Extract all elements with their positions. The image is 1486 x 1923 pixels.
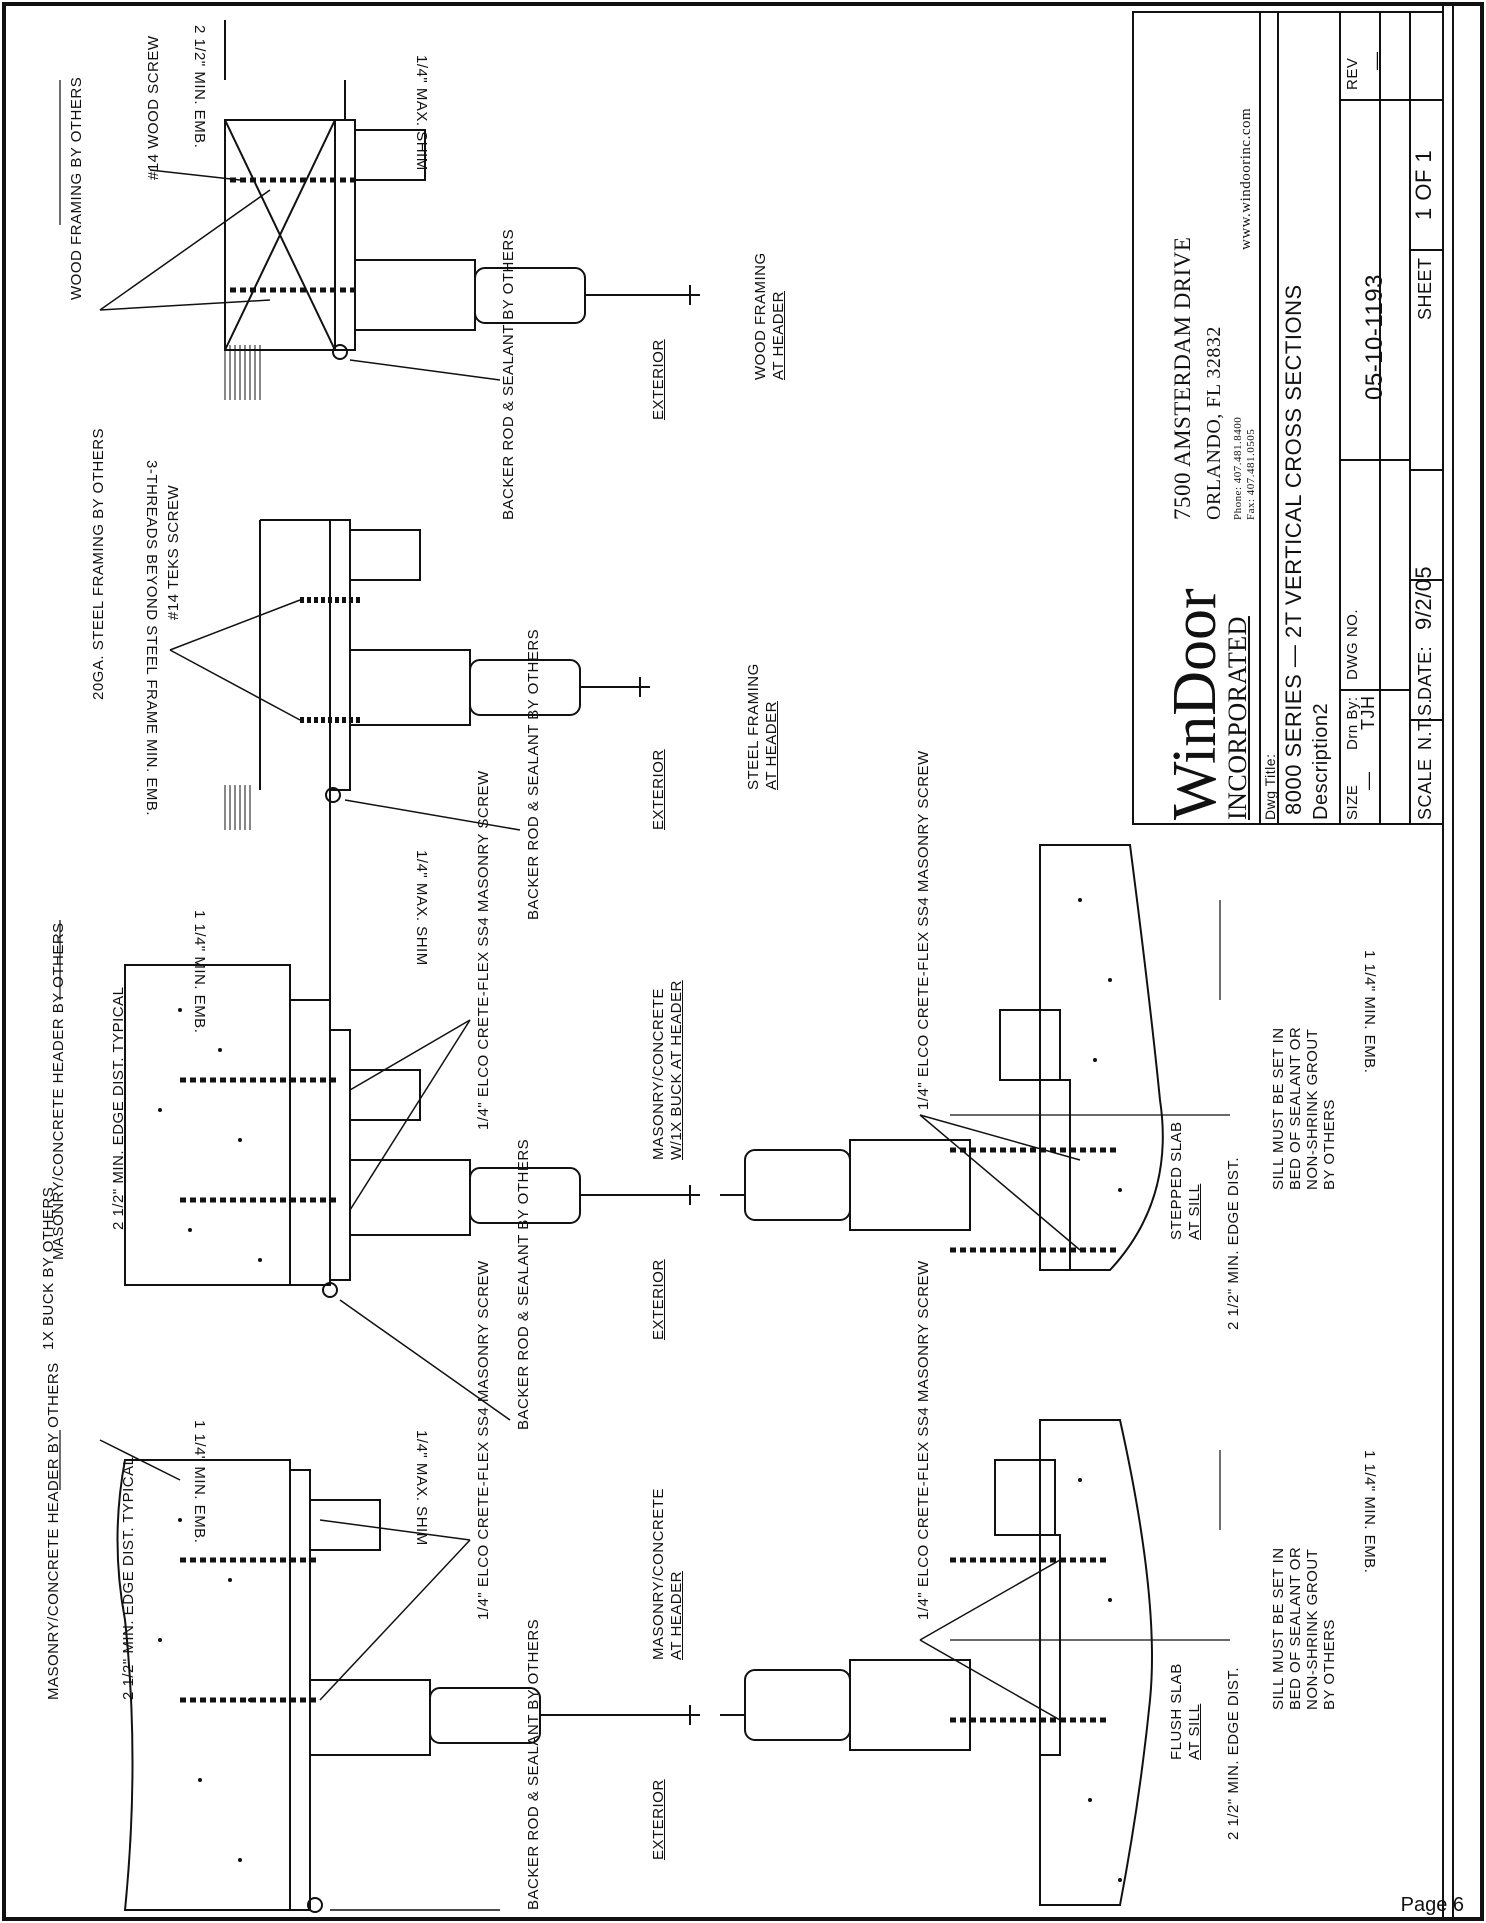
steel-threads-note: 3-THREADS BEYOND STEEL FRAME MIN. EMB. <box>143 460 160 816</box>
address-line2: ORLANDO, FL 32832 <box>1203 326 1225 520</box>
wood-screw-note: #14 WOOD SCREW <box>145 35 162 180</box>
dwg-no-label: DWG NO. <box>1344 609 1361 680</box>
dimension-lines <box>59 80 1230 1641</box>
wood-framing-note: WOOD FRAMING BY OTHERS <box>68 76 85 300</box>
flush-emb-dim: 1 1/4" MIN. EMB. <box>1361 1450 1378 1574</box>
wood-framing-subtitle: AT HEADER <box>770 291 787 380</box>
scale-label: SCALE <box>1415 758 1435 820</box>
steel-shim-dim: 1/4" MAX. SHIM <box>413 850 430 966</box>
masonry-backer-note: BACKER ROD & SEALANT BY OTHERS <box>525 1618 542 1910</box>
buck-title: MASONRY/CONCRETE <box>650 988 667 1160</box>
masonry-edge-note: 2 1/2" MIN. EDGE DIST. TYPICAL <box>120 1456 137 1700</box>
buck-emb-dim: 1 1/4" MIN. EMB. <box>191 910 208 1034</box>
masonry-shim-dim: 1/4" MAX. SHIM <box>413 1430 430 1546</box>
fax-number: Fax: 407.481.0505 <box>1245 428 1257 520</box>
steel-exterior-label: EXTERIOR <box>650 749 667 830</box>
dwg-title: 8000 SERIES — 2T VERTICAL CROSS SECTIONS <box>1281 284 1306 815</box>
date-value: 9/2/05 <box>1411 565 1436 630</box>
dwg-title-label: Dwg Title: <box>1262 753 1278 820</box>
buck-1x-note: 1X BUCK BY OTHERS <box>40 1186 57 1350</box>
size-value: — <box>1358 771 1378 791</box>
wood-exterior-label: EXTERIOR <box>650 339 667 420</box>
buck-subtitle: W/1X BUCK AT HEADER <box>668 980 685 1160</box>
stepped-screw-note: 1/4" ELCO CRETE-FLEX SS4 MASONRY SCREW <box>915 750 932 1110</box>
stepped-subtitle: AT SILL <box>1186 1183 1203 1240</box>
flush-sill-section <box>720 1419 1153 1906</box>
flush-title: FLUSH SLAB <box>1168 1663 1185 1760</box>
flush-screw-note: 1/4" ELCO CRETE-FLEX SS4 MASONRY SCREW <box>915 1260 932 1620</box>
detail-geometry <box>59 20 1230 1913</box>
steel-header-section <box>224 519 650 1040</box>
stepped-sill-note: SILL MUST BE SET IN BED OF SEALANT OR NO… <box>1270 1026 1338 1190</box>
buck-edge-note: 2 1/2" MIN. EDGE DIST. TYPICAL <box>110 986 127 1230</box>
dwg-no-value: 05-10-1193 <box>1361 274 1388 400</box>
masonry-header-note: MASONRY/CONCRETE HEADER BY OTHERS <box>45 1362 62 1700</box>
drn-by-value: TJH <box>1358 695 1378 731</box>
page-number: Page 6 <box>1400 1894 1464 1916</box>
masonry-title: MASONRY/CONCRETE <box>650 1488 667 1660</box>
phone-number: Phone: 407.481.8400 <box>1232 416 1244 520</box>
buck-header-section <box>124 964 700 1298</box>
description: Description2 <box>1310 702 1332 820</box>
masonry-screw-note: 1/4" ELCO CRETE-FLEX SS4 MASONRY SCREW <box>475 1260 492 1620</box>
wood-header-section <box>224 20 700 400</box>
stepped-edge-dim: 2 1/2" MIN. EDGE DIST. <box>1225 1156 1242 1330</box>
wood-framing-title: WOOD FRAMING <box>752 252 769 380</box>
rev-value: — <box>1366 51 1386 71</box>
masonry-exterior-label: EXTERIOR <box>650 1779 667 1860</box>
wood-shim-dim: 1/4" MAX. SHIM <box>413 55 430 171</box>
steel-backer-note: BACKER ROD & SEALANT BY OTHERS <box>525 628 542 920</box>
scale-value: N.T.S. <box>1415 697 1435 750</box>
steel-framing-subtitle: AT HEADER <box>763 701 780 790</box>
buck-exterior-label: EXTERIOR <box>650 1259 667 1340</box>
date-label: DATE: <box>1415 645 1435 700</box>
steel-framing-title: STEEL FRAMING <box>745 663 762 790</box>
steel-framing-note: 20ga. STEEL FRAMING BY OTHERS <box>90 427 107 700</box>
wood-backer-note: BACKER ROD & SEALANT BY OTHERS <box>500 228 517 520</box>
company-subtitle: INCORPORATED <box>1223 616 1252 820</box>
buck-screw-note: 1/4" ELCO CRETE-FLEX SS4 MASONRY SCREW <box>475 770 492 1130</box>
flush-edge-dim: 2 1/2" MIN. EDGE DIST. <box>1225 1666 1242 1840</box>
wood-emb-dim: 2 1/2" MIN. EMB. <box>191 25 208 149</box>
steel-screw-note: #14 TEKS SCREW <box>165 484 182 620</box>
masonry-header-section <box>116 1459 700 1913</box>
concrete-hatch <box>158 898 1122 1882</box>
title-block <box>1132 11 1444 825</box>
address-line1: 7500 AMSTERDAM DRIVE <box>1170 236 1195 520</box>
flush-sill-note: SILL MUST BE SET IN BED OF SEALANT OR NO… <box>1270 1546 1338 1710</box>
stepped-title: STEPPED SLAB <box>1168 1121 1185 1240</box>
flush-subtitle: AT SILL <box>1186 1703 1203 1760</box>
buck-backer-note: BACKER ROD & SEALANT BY OTHERS <box>515 1138 532 1430</box>
sheet-margin <box>1442 3 1454 1920</box>
company-logo: WinDoor <box>1161 588 1229 820</box>
rev-label: REV <box>1344 57 1361 90</box>
sheet-value: 1 of 1 <box>1411 149 1436 220</box>
leader-lines <box>99 169 1081 1911</box>
masonry-subtitle: AT HEADER <box>668 1571 685 1660</box>
website: www.windoorinc.com <box>1238 107 1254 250</box>
masonry-emb-dim: 1 1/4" MIN. EMB. <box>191 1420 208 1544</box>
sheet-label: SHEET <box>1415 257 1435 320</box>
stepped-sill-section <box>720 844 1164 1271</box>
stepped-emb-dim: 1 1/4" MIN. EMB. <box>1361 950 1378 1074</box>
